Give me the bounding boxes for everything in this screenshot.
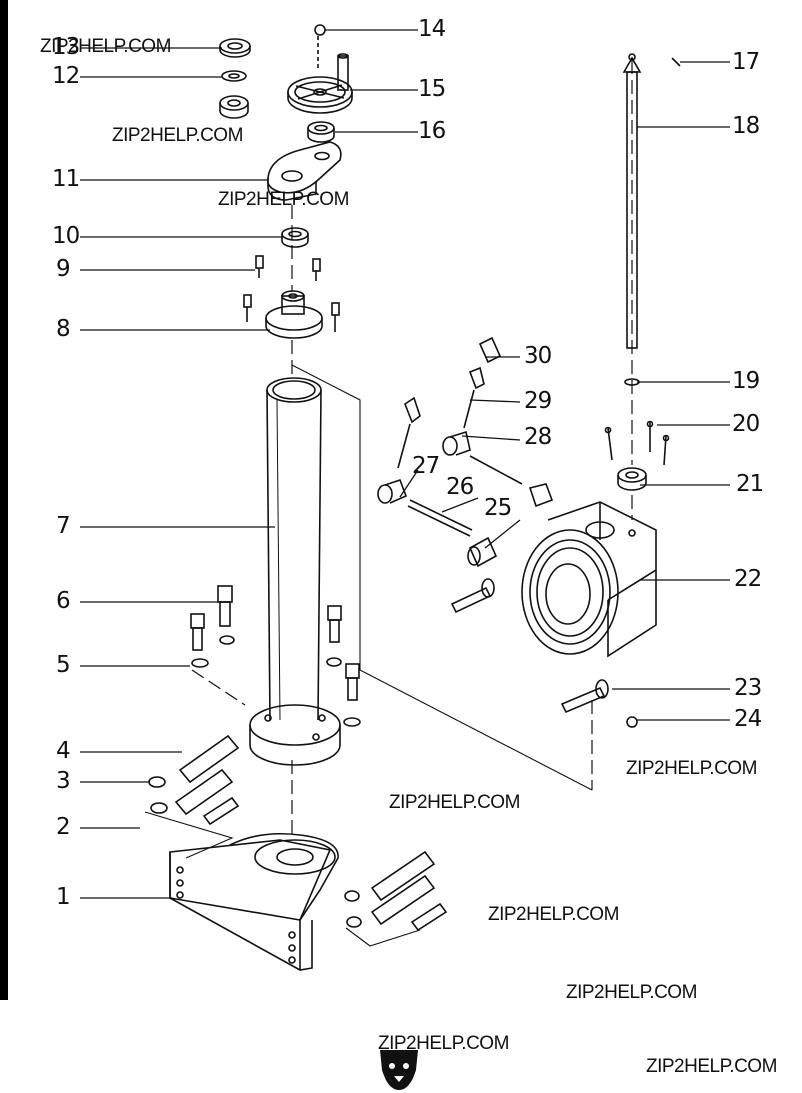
part-23-shaft: [560, 679, 609, 714]
callout-17: 17: [732, 49, 760, 75]
part-13-bearing: [219, 38, 251, 58]
callout-21: 21: [736, 471, 764, 497]
callout-23: 23: [734, 675, 762, 701]
part-26-stud: [407, 499, 473, 537]
part-shaft-left: [450, 578, 495, 614]
callout-25: 25: [484, 495, 512, 521]
callout-14: 14: [418, 16, 446, 42]
callout-5: 5: [56, 652, 71, 678]
part-15-handwheel: [287, 53, 353, 114]
callout-27: 27: [412, 453, 440, 479]
part-10-bearing: [281, 227, 309, 248]
part-19-ring: [624, 378, 640, 386]
part-24-screw: [626, 716, 638, 728]
part-6-cap-screws: [190, 585, 360, 701]
part-base-bolts-right: [344, 850, 448, 932]
callout-29: 29: [524, 388, 552, 414]
part-14-knob: [314, 24, 326, 70]
part-11-bracket: [266, 141, 342, 201]
callout-13: 13: [52, 34, 80, 60]
watermark-4: ZIP2HELP.COM: [626, 758, 757, 779]
callout-10: 10: [52, 223, 80, 249]
watermark-8: ZIP2HELP.COM: [378, 1033, 509, 1054]
watermark-6: ZIP2HELP.COM: [488, 904, 619, 925]
callout-11: 11: [52, 166, 80, 192]
callout-30: 30: [524, 343, 552, 369]
part-7-column: [266, 377, 322, 721]
part-9-screws: [243, 255, 340, 332]
part-22-housing: [521, 501, 657, 658]
callout-9: 9: [56, 256, 71, 282]
callout-7: 7: [56, 513, 71, 539]
watermark-3: ZIP2HELP.COM: [218, 189, 349, 210]
watermark-9: ZIP2HELP.COM: [646, 1056, 777, 1077]
callout-3: 3: [56, 768, 71, 794]
part-29-lever: [397, 366, 485, 469]
callout-24: 24: [734, 706, 762, 732]
part-30-knob: [478, 336, 502, 364]
part-16-bearing: [307, 121, 335, 143]
part-17-pin: [671, 57, 681, 67]
callout-19: 19: [732, 368, 760, 394]
callout-12: 12: [52, 63, 80, 89]
callout-1: 1: [56, 884, 71, 910]
callout-18: 18: [732, 113, 760, 139]
callout-22: 22: [734, 566, 762, 592]
part-28-sleeve: [442, 430, 554, 508]
part-20-screws: [604, 420, 670, 466]
part-27-bushing: [377, 478, 408, 504]
part-4-bolts: [174, 734, 240, 816]
part-1-base: [169, 832, 339, 971]
part-8-flange: [265, 290, 323, 339]
bear-head-logo: [380, 1050, 418, 1090]
callout-4: 4: [56, 738, 71, 764]
part-21-collar: [617, 467, 647, 491]
callout-6: 6: [56, 588, 71, 614]
part-column-base-flange: [249, 704, 341, 766]
part-12-lock-washer: [221, 70, 247, 82]
callout-20: 20: [732, 411, 760, 437]
part-3-washers: [148, 776, 168, 814]
callout-16: 16: [418, 118, 446, 144]
callout-26: 26: [446, 474, 474, 500]
assembly-lines: [191, 60, 633, 840]
callout-8: 8: [56, 316, 71, 342]
part-25-sleeve: [467, 536, 498, 568]
part-bearing-upper: [219, 95, 249, 119]
alignment-lines: [144, 364, 593, 947]
watermark-2: ZIP2HELP.COM: [112, 125, 243, 146]
page-edge-bar: [0, 0, 8, 1000]
part-18-rod: [622, 53, 642, 349]
callout-15: 15: [418, 76, 446, 102]
callout-2: 2: [56, 814, 71, 840]
watermark-1: ZIP2HELP.COM: [40, 36, 171, 57]
watermark-5: ZIP2HELP.COM: [389, 792, 520, 813]
part-5-washers: [191, 635, 361, 727]
part-2-pin: [202, 796, 240, 826]
callout-28: 28: [524, 424, 552, 450]
watermark-7: ZIP2HELP.COM: [566, 982, 697, 1003]
